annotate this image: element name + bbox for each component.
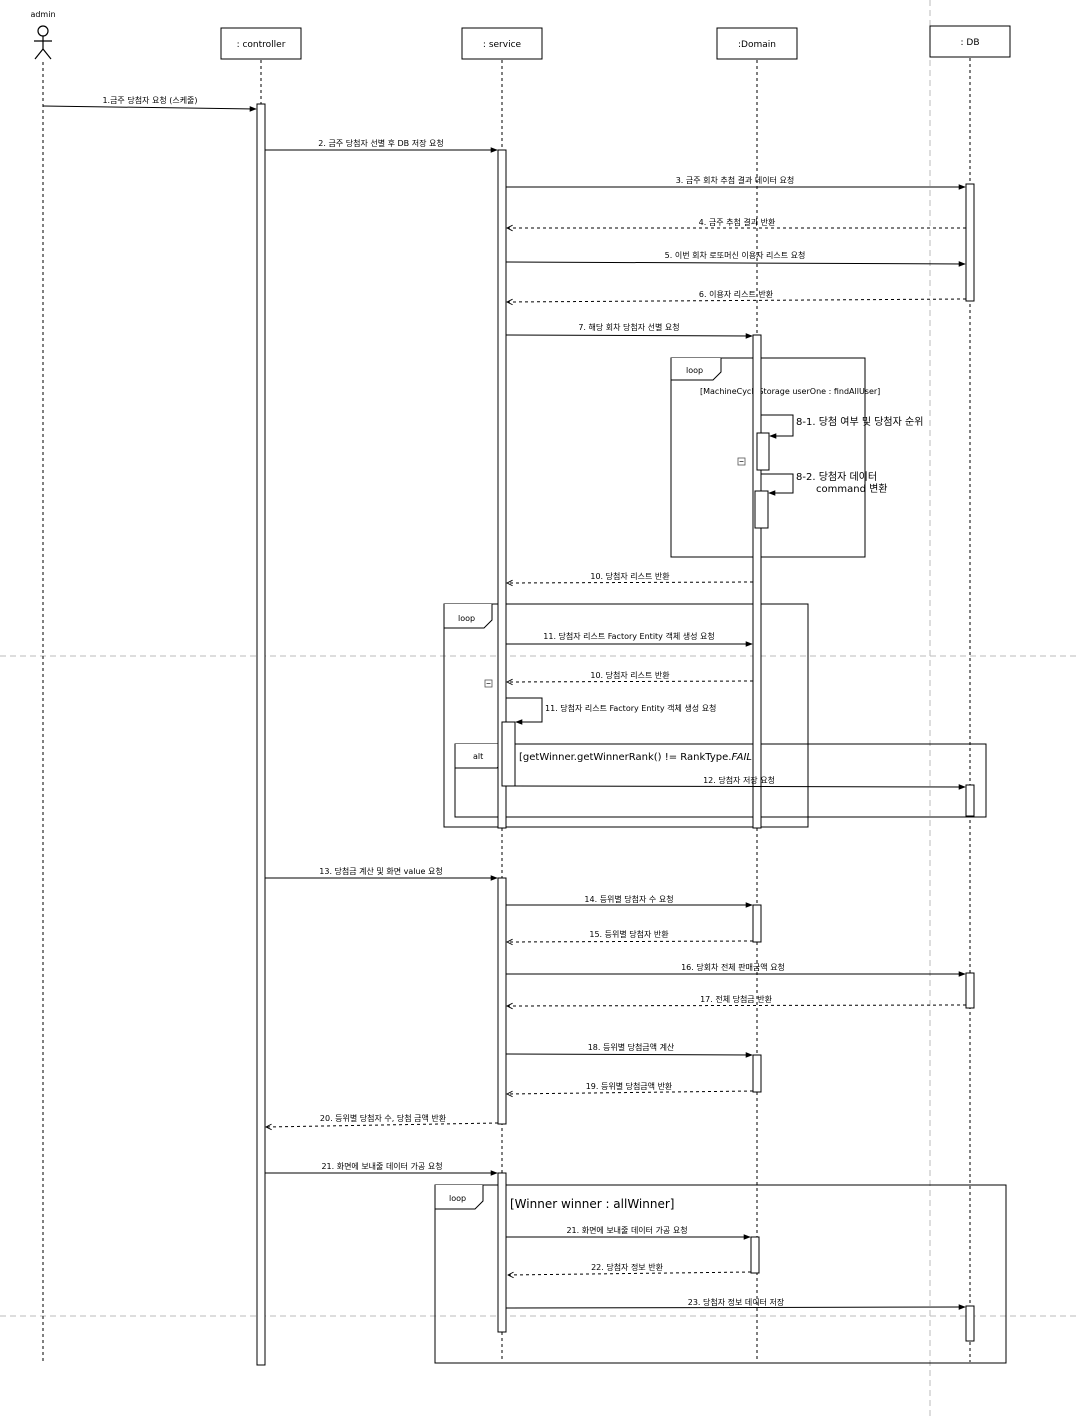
- activation-bar: [965, 183, 975, 302]
- message-label: 17. 전체 당첨금 반환: [700, 994, 773, 1004]
- participant-label-controller: : controller: [237, 40, 286, 50]
- activation-bar: [752, 334, 762, 829]
- message-7: 7. 해당 회차 당첨자 선별 요청: [505, 322, 753, 339]
- message-label: 19. 등위별 당첨금액 반환: [586, 1081, 673, 1091]
- participant-controller: : controller: [220, 27, 302, 60]
- loop-1-guard: [MachineCycleStorage userOne : findAllUs…: [700, 387, 880, 396]
- message-15: 15. 등위별 당첨자 반환: [507, 929, 754, 942]
- message-label: 5. 이번 회차 로또머신 이용자 리스트 요청: [665, 250, 806, 260]
- message-22: 22. 당첨자 정보 반환: [508, 1262, 752, 1275]
- participant-db: : DB: [929, 25, 1011, 58]
- participant-domain: :Domain: [716, 27, 798, 60]
- loop-fragment-3: loop [Winner winner : allWinner]: [434, 1184, 1007, 1364]
- message-21: 21. 화면에 보내줄 데이터 가공 요청: [265, 1161, 498, 1176]
- message-12: 12. 당첨자 저장 요청: [514, 775, 966, 790]
- message-label: 23. 당첨자 정보 데이터 저장: [688, 1297, 785, 1307]
- message-10-b: 10. 당첨자 리스트 반환: [507, 670, 754, 682]
- message-11: 11. 당첨자 리스트 Factory Entity 객체 생성 요청: [506, 631, 753, 647]
- activation-bar: [752, 1054, 762, 1093]
- message-label: 3. 금주 회차 추첨 결과 데이터 요청: [676, 175, 795, 185]
- message-10: 10. 당첨자 리스트 반환: [507, 571, 754, 583]
- message-23: 23. 당첨자 정보 데이터 저장: [505, 1297, 966, 1310]
- message-label: 6. 이용자 리스트 반환: [699, 289, 774, 299]
- alt-guard: [getWinner.getWinnerRank() != RankType.F…: [519, 752, 756, 763]
- message-21-b: 21. 화면에 보내줄 데이터 가공 요청: [506, 1225, 751, 1240]
- message-4: 4. 금주 추첨 결과 반환: [507, 217, 966, 228]
- loop-3-guard: [Winner winner : allWinner]: [510, 1197, 674, 1211]
- message-label: 12. 당첨자 저장 요청: [703, 775, 775, 785]
- message-label: command 변환: [816, 483, 888, 495]
- message-label: 18. 등위별 당첨금액 계산: [588, 1042, 675, 1052]
- loop-fragment-1: loop [MachineCycleStorage userOne : find…: [670, 357, 880, 558]
- message-label: 10. 당첨자 리스트 반환: [590, 571, 670, 581]
- message-17: 17. 전체 당첨금 반환: [507, 994, 967, 1006]
- activation-bar: [497, 877, 507, 1125]
- message-13: 13. 당첨금 계산 및 화면 value 요청: [265, 866, 498, 881]
- message-label: 8-2. 당첨자 데이터: [796, 471, 877, 483]
- message-label: 21. 화면에 보내줄 데이터 가공 요청: [321, 1161, 442, 1171]
- loop-1-operator: loop: [686, 366, 703, 375]
- collapse-icon[interactable]: [737, 457, 746, 466]
- activation-bar: [497, 1172, 507, 1333]
- activation-bar: [965, 784, 975, 817]
- message-3: 3. 금주 회차 추첨 결과 데이터 요청: [506, 175, 966, 190]
- message-14: 14. 등위별 당첨자 수 요청: [506, 894, 753, 908]
- participant-label-db: : DB: [961, 38, 980, 48]
- message-1: 1.금주 당첨자 요청 (스케줄): [42, 95, 257, 112]
- message-18: 18. 등위별 당첨금액 계산: [505, 1042, 753, 1058]
- message-label: 10. 당첨자 리스트 반환: [590, 670, 670, 680]
- message-label: 8-1. 당첨 여부 및 당첨자 순위: [796, 415, 923, 428]
- loop-fragment-2: loop: [443, 603, 809, 828]
- message-20: 20. 등위별 당첨자 수, 당첨 금액 반환: [266, 1113, 499, 1127]
- message-label: 11. 당첨자 리스트 Factory Entity 객체 생성 요청: [543, 631, 714, 641]
- actor-label: admin: [30, 10, 55, 19]
- message-2: 2. 금주 당첨자 선별 후 DB 저장 요청: [265, 138, 498, 153]
- activation-bar: [754, 490, 769, 529]
- message-label: 14. 등위별 당첨자 수 요청: [584, 894, 673, 904]
- activation-bar: [965, 1305, 975, 1342]
- collapse-icon[interactable]: [484, 679, 493, 688]
- message-label: 20. 등위별 당첨자 수, 당첨 금액 반환: [320, 1113, 447, 1123]
- activation-bar: [497, 149, 507, 829]
- participant-label-service: : service: [483, 40, 522, 50]
- message-5: 5. 이번 회차 로또머신 이용자 리스트 요청: [505, 250, 966, 267]
- message-label: 21. 화면에 보내줄 데이터 가공 요청: [566, 1225, 687, 1235]
- activation-bar: [256, 103, 266, 1366]
- message-16: 16. 당회차 전체 판매금액 요청: [506, 962, 966, 977]
- alt-operator: alt: [473, 752, 483, 761]
- message-19: 19. 등위별 당첨금액 반환: [507, 1081, 754, 1094]
- message-label: 4. 금주 추첨 결과 반환: [699, 217, 776, 227]
- participant-service: : service: [461, 27, 543, 60]
- message-11-b: 11. 당첨자 리스트 Factory Entity 객체 생성 요청: [506, 697, 716, 725]
- message-label: 7. 해당 회차 당첨자 선별 요청: [578, 322, 679, 332]
- activation-bar: [501, 721, 516, 787]
- activation-bar: [752, 904, 762, 943]
- activation-bar: [750, 1236, 760, 1274]
- loop-2-operator: loop: [458, 614, 475, 623]
- activation-bar: [965, 972, 975, 1009]
- message-6: 6. 이용자 리스트 반환: [507, 289, 967, 302]
- message-8-2: 8-2. 당첨자 데이터 command 변환: [761, 471, 888, 496]
- message-label: 15. 등위별 당첨자 반환: [589, 929, 669, 939]
- message-8-1: 8-1. 당첨 여부 및 당첨자 순위: [761, 414, 923, 439]
- admin-actor: [34, 25, 52, 60]
- message-label: 16. 당회차 전체 판매금액 요청: [681, 962, 785, 972]
- message-label: 2. 금주 당첨자 선별 후 DB 저장 요청: [318, 138, 443, 148]
- participant-label-domain: :Domain: [738, 40, 776, 50]
- message-label: 11. 당첨자 리스트 Factory Entity 객체 생성 요청: [545, 703, 716, 713]
- activation-bars: [256, 103, 975, 1366]
- activation-bar: [756, 432, 770, 471]
- message-label: 1.금주 당첨자 요청 (스케줄): [102, 95, 197, 105]
- message-label: 13. 당첨금 계산 및 화면 value 요청: [319, 866, 442, 876]
- loop-3-operator: loop: [449, 1194, 466, 1203]
- message-label: 22. 당첨자 정보 반환: [591, 1262, 664, 1272]
